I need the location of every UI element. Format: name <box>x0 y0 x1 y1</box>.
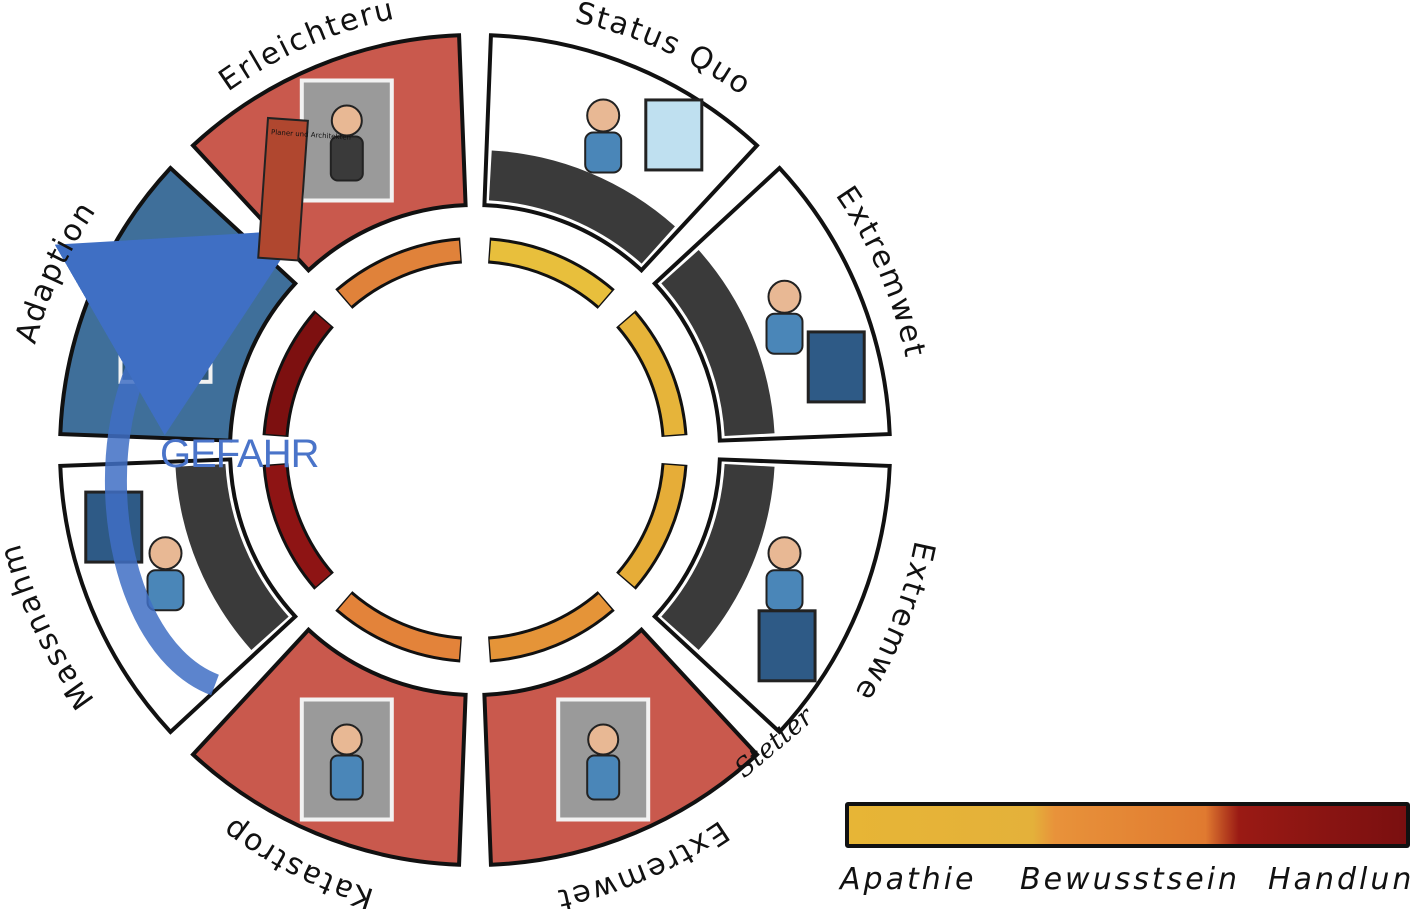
legend-label-bewusstsein: Bewusstsein <box>1020 862 1241 897</box>
ring-segment-4 <box>338 594 461 660</box>
ring-segment-3 <box>489 594 612 660</box>
person-head-icon <box>586 98 621 133</box>
person-body-icon <box>765 312 804 355</box>
legend-label-apathie: Apathie <box>840 862 977 897</box>
gefahr-label: GEFAHR <box>160 432 319 476</box>
person-head-icon <box>330 104 363 137</box>
ring-segment-0 <box>489 240 612 306</box>
ring-segment-1 <box>619 313 685 436</box>
legend-gradient-bar <box>845 802 1410 848</box>
person-head-icon <box>767 279 802 314</box>
desk-shape <box>175 463 289 650</box>
desk-shape <box>488 150 675 264</box>
person-body-icon <box>765 569 804 612</box>
desk-shape <box>661 463 775 650</box>
person-body-icon <box>329 135 364 182</box>
gefahr-arrow <box>54 229 301 696</box>
ring-segment-7 <box>338 240 461 306</box>
ring-segment-5 <box>265 464 331 587</box>
window-icon <box>806 330 866 404</box>
person-head-icon <box>330 723 363 756</box>
window-icon <box>757 609 817 683</box>
person-head-icon <box>587 723 620 756</box>
person-body-icon <box>586 754 621 801</box>
person-body-icon <box>146 569 185 612</box>
door-sign: Planer und Architekten <box>257 116 351 262</box>
window-icon <box>644 98 704 172</box>
desk-shape <box>661 250 775 437</box>
progress-ring <box>262 237 688 663</box>
person-head-icon <box>767 536 802 571</box>
person-body-icon <box>329 754 364 801</box>
legend-label-handlung: Handlung <box>1268 862 1414 897</box>
person-body-icon <box>584 131 623 174</box>
stage-labels: Status Quo Extremwetter Extremwetter Ext… <box>0 0 940 909</box>
person-head-icon <box>148 536 183 571</box>
ring-segment-2 <box>619 464 685 587</box>
